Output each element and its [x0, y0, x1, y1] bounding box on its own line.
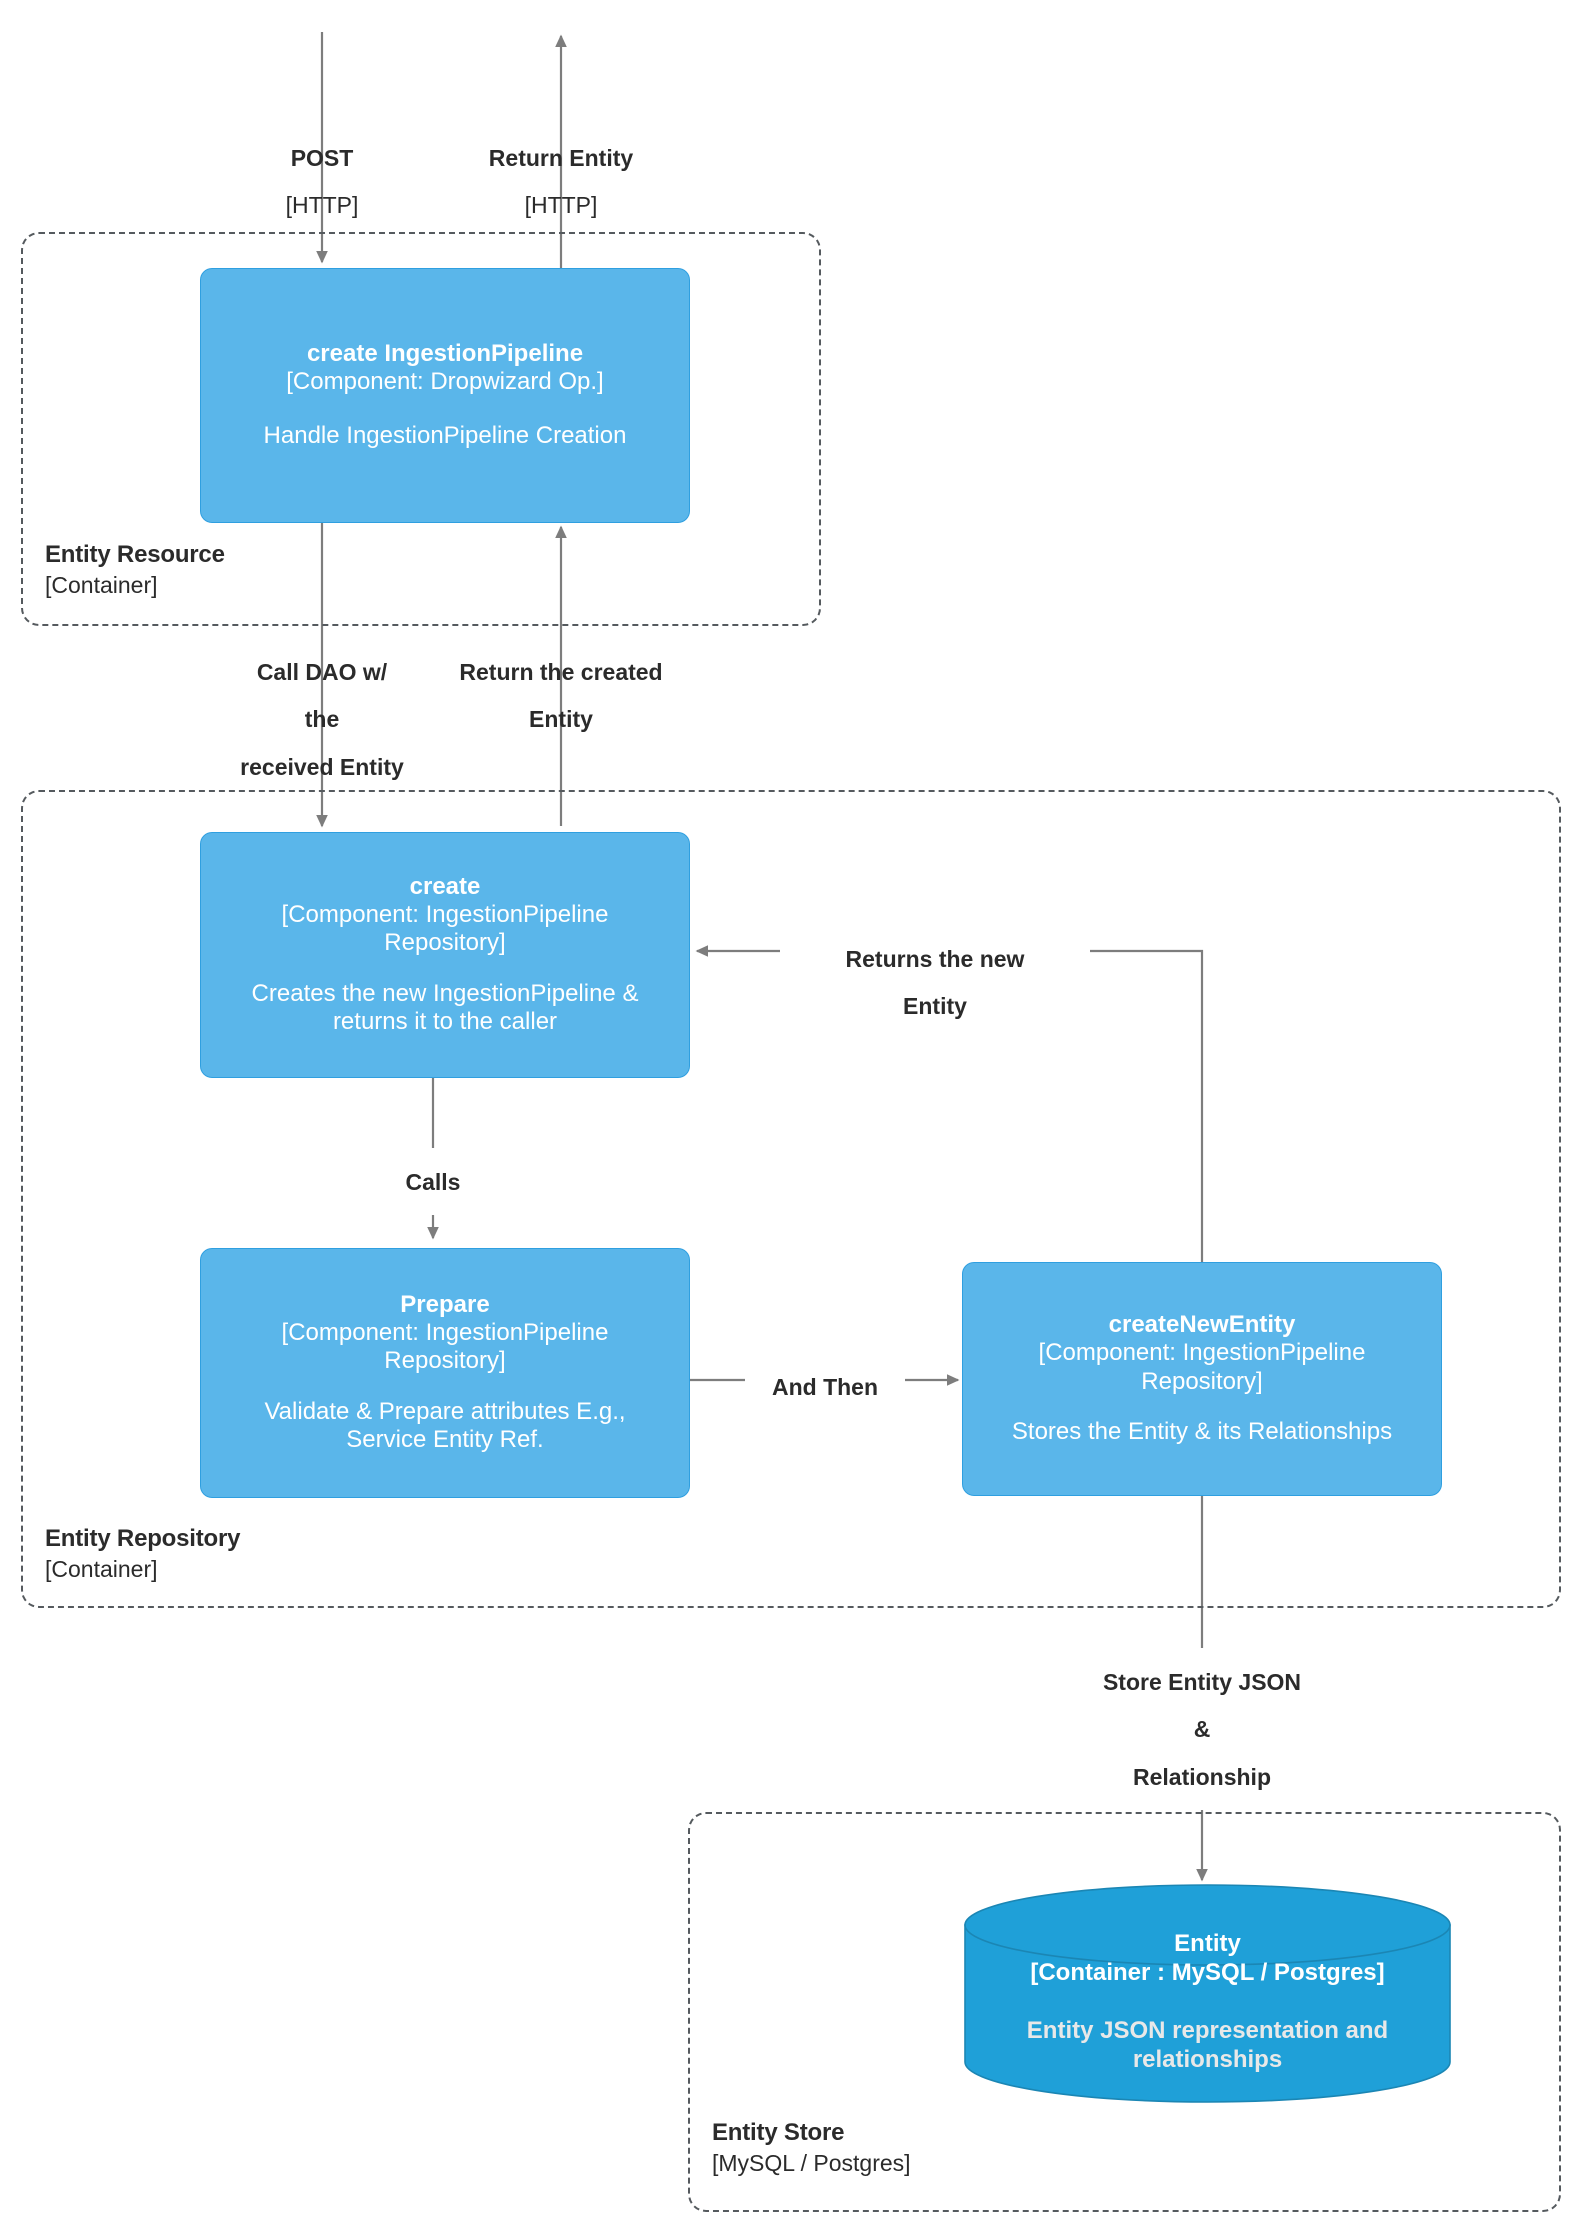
component-prepare-desc: Validate & Prepare attributes E.g., Serv…: [264, 1397, 626, 1454]
edge-label-post-name: POST: [290, 144, 354, 171]
edge-label-post: POST [HTTP]: [222, 124, 422, 239]
boundary-entity-resource-name: Entity Resource: [45, 541, 225, 568]
component-create-title: create: [409, 872, 481, 900]
component-create-ingestion-pipeline[interactable]: create IngestionPipeline [Component: Dro…: [200, 268, 690, 523]
edge-label-returns-new-line1: Returns the new: [845, 945, 1025, 972]
boundary-entity-resource-label: Entity Resource [Container]: [45, 540, 375, 600]
edge-label-return-created-line1: Return the created: [459, 658, 663, 685]
boundary-entity-repository-tech: [Container]: [45, 1555, 158, 1582]
component-create[interactable]: create [Component: IngestionPipeline Rep…: [200, 832, 690, 1078]
datastore-entity-text: Entity [Container : MySQL / Postgres] En…: [965, 1930, 1450, 2074]
edge-label-and-then: And Then: [745, 1353, 905, 1421]
datastore-entity-title: Entity: [1174, 1930, 1241, 1957]
boundary-entity-resource-tech: [Container]: [45, 571, 158, 598]
component-create-new-entity-desc: Stores the Entity & its Relationships: [1011, 1418, 1393, 1446]
edge-label-post-tech: [HTTP]: [285, 192, 359, 219]
boundary-entity-store-tech: [MySQL / Postgres]: [712, 2149, 911, 2176]
datastore-entity-desc: Entity JSON representation and relations…: [1026, 2016, 1389, 2073]
datastore-entity-tech: [Container : MySQL / Postgres]: [1030, 1958, 1385, 1986]
edge-label-and-then-name: And Then: [771, 1373, 879, 1400]
component-create-new-entity[interactable]: createNewEntity [Component: IngestionPip…: [962, 1262, 1442, 1496]
edge-label-call-dao: Call DAO w/ the received Entity: [207, 638, 437, 800]
edge-label-calls-name: Calls: [405, 1168, 461, 1195]
boundary-entity-store-name: Entity Store: [712, 2119, 845, 2146]
component-create-desc: Creates the new IngestionPipeline & retu…: [251, 979, 639, 1036]
component-prepare-tech: [Component: IngestionPipeline Repository…: [281, 1319, 609, 1375]
edge-label-store-json: Store Entity JSON & Relationship: [1032, 1648, 1372, 1811]
edge-label-store-json-line2: &: [1193, 1716, 1211, 1743]
edge-label-store-json-line1: Store Entity JSON: [1102, 1668, 1302, 1695]
component-create-new-entity-tech: [Component: IngestionPipeline Repository…: [1038, 1339, 1366, 1395]
edge-label-return-entity-tech: [HTTP]: [524, 192, 598, 219]
edge-label-call-dao-line1: Call DAO w/: [256, 658, 388, 685]
edge-label-call-dao-line2: the: [304, 706, 340, 733]
edge-label-return-created-line2: Entity: [529, 706, 593, 733]
edge-label-return-entity: Return Entity [HTTP]: [441, 124, 681, 239]
component-prepare-title: Prepare: [400, 1290, 490, 1318]
component-create-ingestion-pipeline-tech: [Component: Dropwizard Op.]: [286, 368, 604, 396]
boundary-entity-repository: [21, 790, 1561, 1608]
edge-label-store-json-line3: Relationship: [1132, 1763, 1271, 1790]
edge-label-call-dao-line3: received Entity: [240, 753, 404, 780]
component-create-ingestion-pipeline-title: create IngestionPipeline: [306, 339, 584, 367]
edge-label-calls: Calls: [373, 1148, 493, 1216]
component-create-tech: [Component: IngestionPipeline Repository…: [281, 901, 609, 957]
boundary-entity-repository-label: Entity Repository [Container]: [45, 1524, 445, 1584]
boundary-entity-repository-name: Entity Repository: [45, 1525, 241, 1552]
component-create-ingestion-pipeline-desc: Handle IngestionPipeline Creation: [263, 422, 627, 450]
boundary-entity-resource: [21, 232, 821, 626]
component-prepare[interactable]: Prepare [Component: IngestionPipeline Re…: [200, 1248, 690, 1498]
boundary-entity-store-label: Entity Store [MySQL / Postgres]: [712, 2118, 1112, 2178]
component-create-new-entity-title: createNewEntity: [1108, 1311, 1296, 1339]
edge-label-returns-new-line2: Entity: [903, 993, 967, 1020]
boundary-entity-store: [688, 1812, 1561, 2212]
edge-label-return-created: Return the created Entity: [434, 638, 688, 753]
edge-label-returns-new: Returns the new Entity: [780, 925, 1090, 1040]
edge-label-return-entity-name: Return Entity: [488, 144, 634, 171]
